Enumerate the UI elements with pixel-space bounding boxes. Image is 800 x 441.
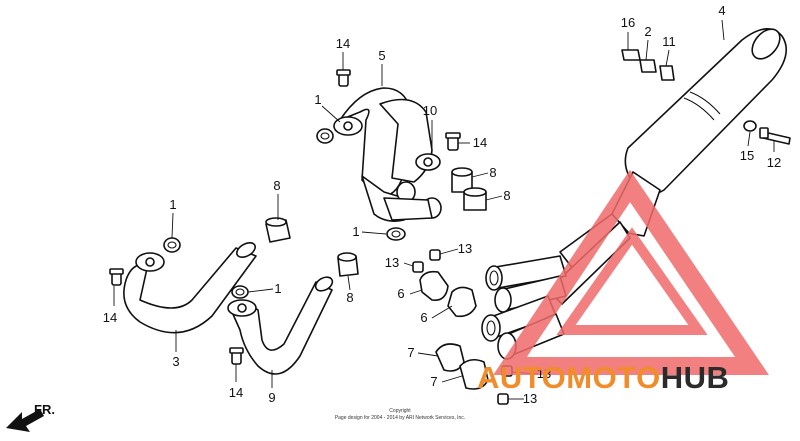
callout-c14d: 14 <box>229 385 243 400</box>
callout-c1b: 1 <box>169 197 176 212</box>
callout-c4: 4 <box>718 3 725 18</box>
callout-c7b: 7 <box>430 374 437 389</box>
callout-c13b: 13 <box>385 255 399 270</box>
callout-c13a: 13 <box>458 241 472 256</box>
callout-c8a: 8 <box>489 165 496 180</box>
callout-c14c: 14 <box>103 310 117 325</box>
watermark-triangle <box>493 169 769 375</box>
flange-upper <box>316 69 363 144</box>
callout-c1a: 1 <box>314 92 321 107</box>
callout-c1d: 1 <box>274 281 281 296</box>
muffler-hardware <box>621 49 675 81</box>
callout-c12: 12 <box>767 155 781 170</box>
callout-c8d: 8 <box>346 290 353 305</box>
callout-c5: 5 <box>378 48 385 63</box>
sleeve-8-left <box>265 217 291 243</box>
callout-c13c: 13 <box>537 366 551 381</box>
callout-c1c: 1 <box>352 224 359 239</box>
watermark-logo-text: AUTOMOTOHUB <box>477 360 729 395</box>
callout-c15: 15 <box>740 148 754 163</box>
front-direction-arrow: FR. <box>6 402 55 432</box>
leader-lines <box>113 19 775 400</box>
callout-c16: 16 <box>621 15 635 30</box>
callout-c6a: 6 <box>397 286 404 301</box>
direction-label: FR. <box>34 402 55 417</box>
callout-c7a: 7 <box>407 345 414 360</box>
bolt-12 <box>743 120 791 145</box>
sleeves-8-upper <box>451 167 487 211</box>
callout-c2: 2 <box>644 24 651 39</box>
callout-c9: 9 <box>268 390 275 405</box>
callout-c14b: 14 <box>473 135 487 150</box>
gasket-1-middle <box>386 227 406 241</box>
callout-c13d: 13 <box>523 391 537 406</box>
watermark-logo: AUTOMOTOHUB <box>477 360 729 395</box>
callout-c8c: 8 <box>273 178 280 193</box>
exhaust-pipe-3 <box>109 237 257 334</box>
copyright-line-2: Page design for 2004 - 2014 by ARI Netwo… <box>335 415 465 421</box>
exhaust-pipe-9 <box>227 276 334 375</box>
callout-c11: 11 <box>662 34 676 49</box>
pipe-joint-10 <box>415 132 461 171</box>
callout-c14a: 14 <box>336 36 350 51</box>
callout-c3: 3 <box>172 354 179 369</box>
callout-c8b: 8 <box>503 188 510 203</box>
clamps-6 <box>412 249 477 318</box>
callout-c6b: 6 <box>420 310 427 325</box>
callout-c10: 10 <box>423 103 437 118</box>
sleeve-8-middle <box>337 252 359 277</box>
copyright-line-1: Copyright <box>389 408 411 414</box>
